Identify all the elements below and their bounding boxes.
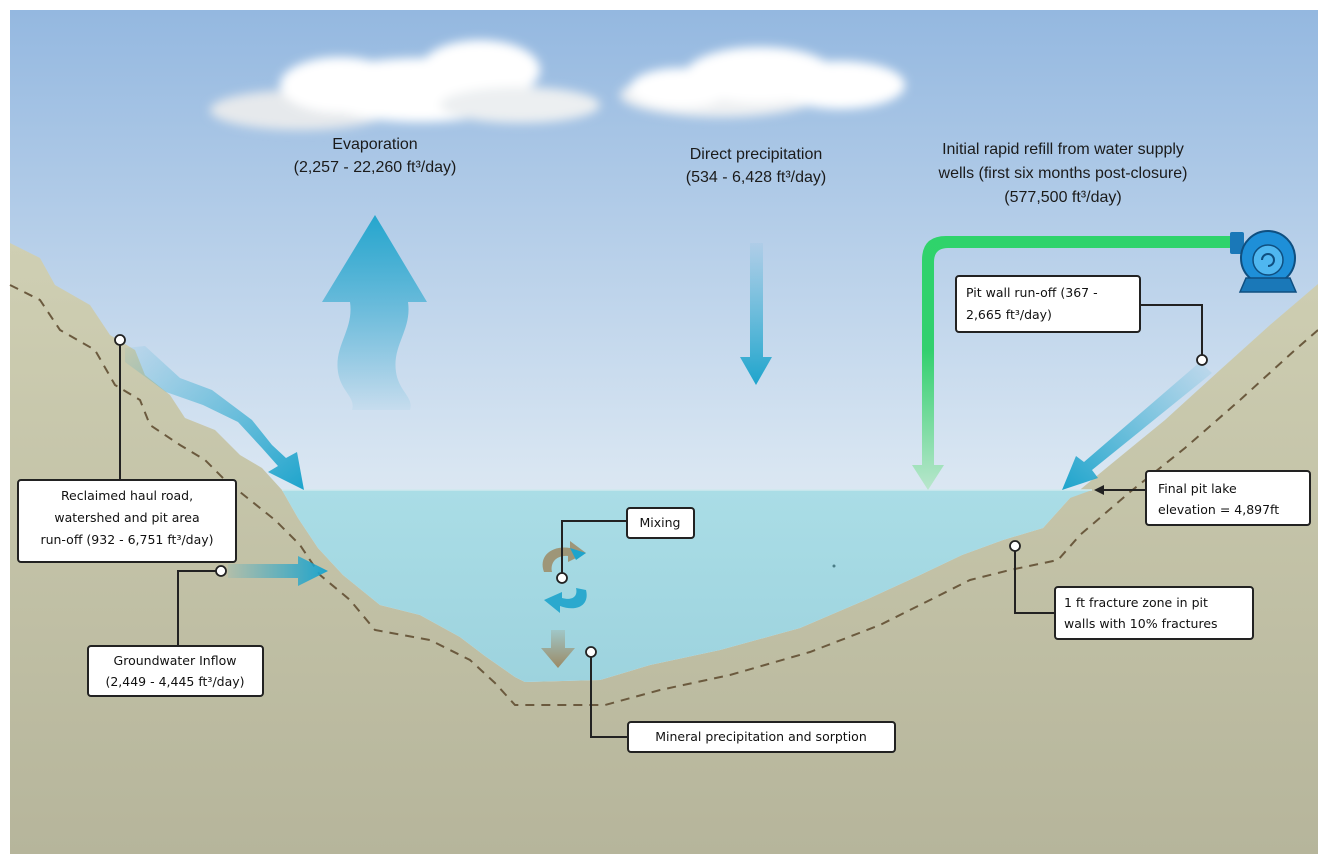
svg-text:(2,257 - 22,260 ft³/day): (2,257 - 22,260 ft³/day) bbox=[294, 159, 457, 176]
groundwater-inflow-arrow bbox=[228, 556, 328, 586]
cloud-right bbox=[620, 47, 905, 117]
svg-text:Pit wall run-off (367 -: Pit wall run-off (367 - bbox=[966, 285, 1098, 300]
mixing-callout: Mixing bbox=[556, 507, 695, 584]
svg-text:Final pit lake: Final pit lake bbox=[1158, 481, 1237, 496]
pit-wall-runoff-arrow bbox=[1062, 362, 1212, 490]
groundwater-inflow-callout: Groundwater Inflow (2,449 - 4,445 ft³/da… bbox=[87, 565, 264, 697]
svg-text:Direct precipitation: Direct precipitation bbox=[690, 146, 823, 163]
pit-lake-water bbox=[282, 490, 1092, 682]
mineral-marker bbox=[585, 646, 597, 658]
direct-precipitation-label: Direct precipitation (534 - 6,428 ft³/da… bbox=[686, 146, 827, 186]
evaporation-label: Evaporation (2,257 - 22,260 ft³/day) bbox=[294, 136, 457, 176]
ground bbox=[10, 243, 1318, 854]
pump-icon bbox=[1230, 230, 1298, 293]
fracture-marker bbox=[1009, 540, 1021, 552]
direct-precipitation-arrow bbox=[740, 243, 772, 385]
final-elevation-callout: Final pit lake elevation = 4,897ft bbox=[1094, 470, 1311, 526]
fracture-zone-callout: 1 ft fracture zone in pit walls with 10%… bbox=[1009, 540, 1254, 640]
svg-text:run-off (932 - 6,751 ft³/day): run-off (932 - 6,751 ft³/day) bbox=[40, 532, 213, 547]
reclaimed-runoff-callout: Reclaimed haul road, watershed and pit a… bbox=[17, 334, 237, 563]
mixing-marker bbox=[556, 572, 568, 584]
reclaimed-runoff-marker bbox=[114, 334, 126, 346]
mixing-cycle-icon bbox=[542, 541, 587, 613]
svg-text:2,665 ft³/day): 2,665 ft³/day) bbox=[966, 307, 1052, 322]
svg-text:elevation = 4,897ft: elevation = 4,897ft bbox=[1158, 502, 1279, 517]
svg-text:Mixing: Mixing bbox=[640, 515, 681, 530]
sediment-arrow-icon bbox=[541, 630, 575, 668]
svg-text:Reclaimed haul road,: Reclaimed haul road, bbox=[61, 488, 193, 503]
svg-text:Mineral precipitation and sorp: Mineral precipitation and sorption bbox=[655, 729, 867, 744]
svg-text:watershed and pit area: watershed and pit area bbox=[54, 510, 199, 525]
svg-text:Evaporation: Evaporation bbox=[332, 136, 417, 153]
evaporation-arrow bbox=[322, 215, 427, 410]
left-runoff-arrow bbox=[125, 346, 304, 490]
rapid-refill-label: Initial rapid refill from water supply w… bbox=[938, 141, 1188, 206]
pit-wall-runoff-marker bbox=[1196, 354, 1208, 366]
svg-text:(534 - 6,428 ft³/day): (534 - 6,428 ft³/day) bbox=[686, 169, 827, 186]
fracture-zone-line bbox=[9, 284, 1318, 706]
mineral-precipitation-callout: Mineral precipitation and sorption bbox=[585, 646, 896, 753]
svg-text:(2,449 - 4,445 ft³/day): (2,449 - 4,445 ft³/day) bbox=[105, 674, 244, 689]
svg-text:Initial rapid refill from wate: Initial rapid refill from water supply bbox=[942, 141, 1184, 158]
svg-text:(577,500 ft³/day): (577,500 ft³/day) bbox=[1004, 189, 1121, 206]
water-speck bbox=[832, 564, 836, 568]
cloud-left bbox=[210, 40, 600, 130]
svg-text:1 ft fracture zone in pit: 1 ft fracture zone in pit bbox=[1064, 595, 1208, 610]
groundwater-marker bbox=[215, 565, 227, 577]
svg-text:wells (first six months post-c: wells (first six months post-closure) bbox=[938, 165, 1188, 182]
svg-text:walls with 10% fractures: walls with 10% fractures bbox=[1064, 616, 1218, 631]
svg-text:Groundwater Inflow: Groundwater Inflow bbox=[114, 653, 237, 668]
pit-wall-runoff-callout: Pit wall run-off (367 - 2,665 ft³/day) bbox=[955, 275, 1208, 366]
